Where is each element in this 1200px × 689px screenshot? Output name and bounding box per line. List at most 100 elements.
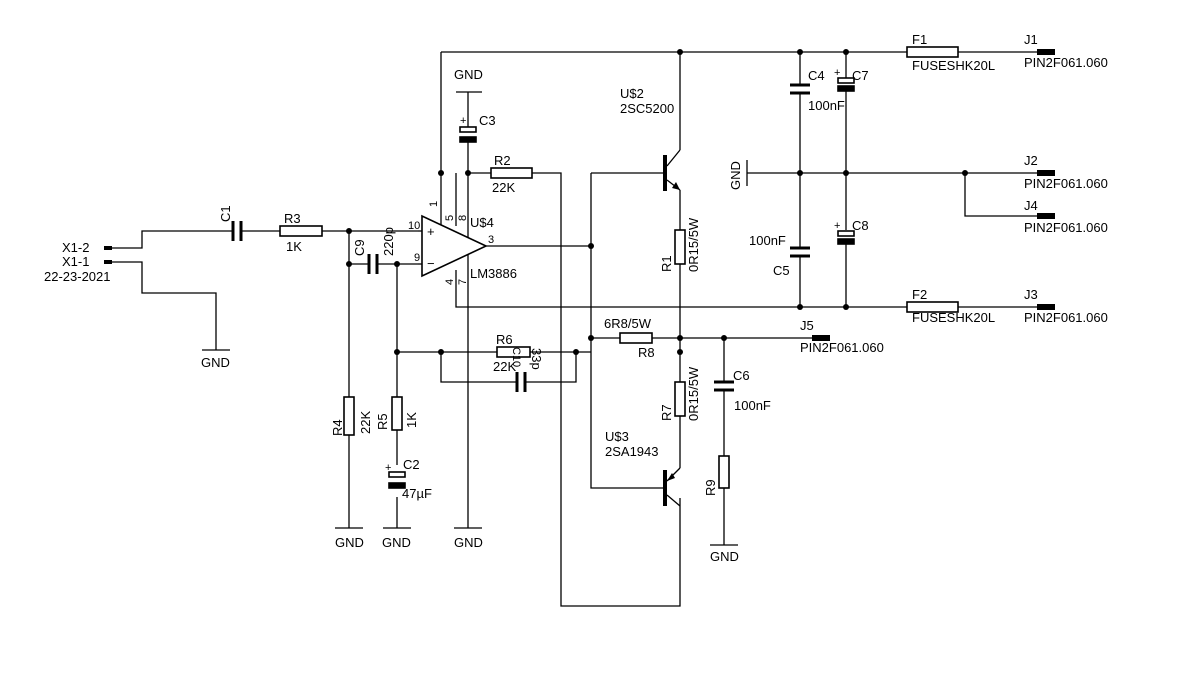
resistor-r4 [343, 396, 355, 436]
plus-mark: + [460, 115, 466, 127]
gnd-label: GND [454, 535, 483, 550]
c10-value: 33p [529, 348, 544, 370]
transistor-u2 [663, 149, 681, 191]
j4-part: PIN2F061.060 [1024, 220, 1108, 235]
r8-label: R8 [638, 345, 655, 360]
u4-label: U$4 [470, 215, 494, 230]
fuse-f1 [906, 46, 959, 58]
r5-label: R5 [375, 413, 390, 430]
c2-label: C2 [403, 457, 420, 472]
r2-value: 22K [492, 180, 515, 195]
r4-label: R4 [330, 419, 345, 436]
resistor-r9 [718, 455, 730, 489]
r9-label: R9 [703, 479, 718, 496]
j2-part: PIN2F061.060 [1024, 176, 1108, 191]
plus-mark: + [834, 67, 840, 79]
pin-8-label: 8 [457, 215, 469, 221]
c7-label: C7 [852, 68, 869, 83]
pin-4-label: 4 [444, 279, 456, 285]
plus-mark: + [834, 220, 840, 232]
f1-label: F1 [912, 32, 927, 47]
x1-1-pin [104, 260, 112, 264]
j5-part: PIN2F061.060 [800, 340, 884, 355]
date-label: 22-23-2021 [44, 269, 111, 284]
capacitor-c5 [790, 246, 810, 258]
capacitor-c10 [515, 372, 527, 392]
r1-value: 0R15/5W [686, 217, 701, 272]
resistor-r2 [490, 167, 533, 179]
c3-label: C3 [479, 113, 496, 128]
pin-7-label: 7 [457, 279, 469, 285]
u2-label: U$2 [620, 86, 644, 101]
gnd-label: GND [335, 535, 364, 550]
u2-value: 2SC5200 [620, 101, 674, 116]
gnd-label: GND [201, 355, 230, 370]
resistor-r7 [674, 381, 686, 417]
j3-label: J3 [1024, 287, 1038, 302]
r3-value: 1K [286, 239, 302, 254]
resistor-r6 [496, 346, 531, 358]
f1-value: FUSESHK20L [912, 58, 995, 73]
labels: X1-2 X1-1 22-23-2021 GND C1 R3 1K C9 220… [44, 32, 1108, 564]
r2-label: R2 [494, 153, 511, 168]
c8-label: C8 [852, 218, 869, 233]
u3-value: 2SA1943 [605, 444, 659, 459]
gnd-label: GND [728, 161, 743, 190]
c9-value: 220p [381, 227, 396, 256]
gnd-label: GND [382, 535, 411, 550]
capacitor-c9 [367, 254, 379, 274]
c2-value: 47µF [402, 486, 432, 501]
pin-1-label: 1 [428, 201, 440, 207]
j2-pin [1037, 170, 1055, 176]
wires [110, 51, 1037, 607]
j5-pin [812, 335, 830, 341]
j1-label: J1 [1024, 32, 1038, 47]
u4-value: LM3886 [470, 266, 517, 281]
capacitor-c4 [790, 83, 810, 95]
j2-label: J2 [1024, 153, 1038, 168]
f2-value: FUSESHK20L [912, 310, 995, 325]
fuse-f2 [906, 301, 959, 313]
resistor-r8 [619, 332, 653, 344]
r6-value: 22K [493, 359, 516, 374]
j3-pin [1037, 304, 1055, 310]
gnd-label: GND [710, 549, 739, 564]
r3-label: R3 [284, 211, 301, 226]
capacitor-c7 [837, 77, 855, 92]
x1-2-label: X1-2 [62, 240, 89, 255]
plus-mark: + [385, 462, 391, 474]
capacitor-c8 [837, 230, 855, 245]
x1-1-label: X1-1 [62, 254, 89, 269]
pin-9-label: 9 [414, 252, 420, 264]
c9-label: C9 [352, 239, 367, 256]
r5-value: 1K [404, 412, 419, 428]
r6-label: R6 [496, 332, 513, 347]
f2-label: F2 [912, 287, 927, 302]
opamp-minus: − [427, 256, 435, 271]
pin-3-label: 3 [488, 234, 494, 246]
resistor-r5 [391, 396, 403, 431]
capacitor-c6 [714, 380, 734, 392]
j3-part: PIN2F061.060 [1024, 310, 1108, 325]
j4-pin [1037, 213, 1055, 219]
resistor-r3 [279, 225, 323, 237]
j4-label: J4 [1024, 198, 1038, 213]
c5-label: C5 [773, 263, 790, 278]
c1-label: C1 [218, 205, 233, 222]
r1-label: R1 [659, 255, 674, 272]
pin-5-label: 5 [444, 215, 456, 221]
capacitor-c1 [231, 221, 243, 241]
opamp-plus: + [427, 224, 435, 239]
j1-part: PIN2F061.060 [1024, 55, 1108, 70]
r4-value: 22K [358, 411, 373, 434]
capacitor-c3 [459, 126, 477, 143]
junctions [346, 49, 968, 355]
ground-symbols [202, 91, 748, 546]
resistor-r1 [674, 229, 686, 265]
pin-10-label: 10 [408, 220, 420, 232]
c6-label: C6 [733, 368, 750, 383]
r7-label: R7 [659, 404, 674, 421]
gnd-label: GND [454, 67, 483, 82]
c5-value: 100nF [749, 233, 786, 248]
